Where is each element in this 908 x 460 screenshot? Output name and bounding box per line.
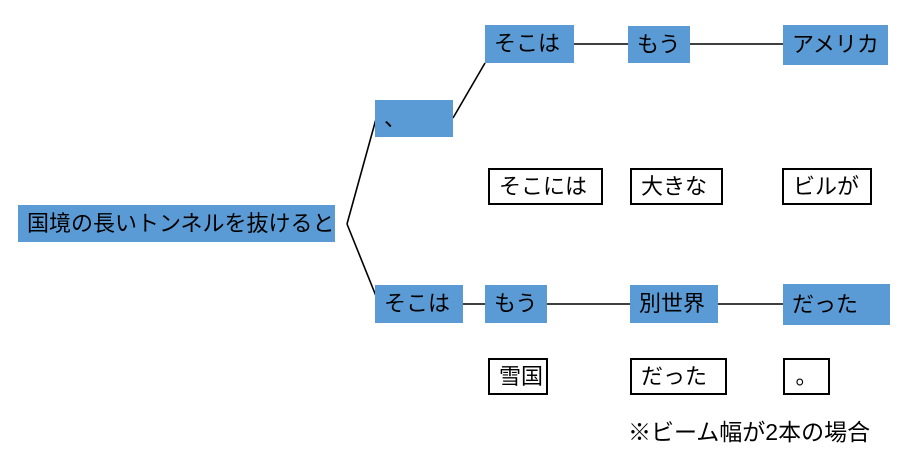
node-root: 国境の長いトンネルを抜けると [18, 205, 335, 242]
edge-root-to-beam2 [346, 223, 377, 297]
node-beam1-mou: もう [628, 26, 690, 63]
node-beam1-sokoha: そこは [485, 25, 574, 63]
node-beam2-bessekai: 別世界 [630, 285, 718, 323]
node-candidate-biruga: ビルが [782, 168, 872, 205]
node-candidate-yukiguni: 雪国 [488, 358, 548, 395]
node-candidate-datta: だった [630, 358, 727, 395]
node-beam2-mou: もう [485, 285, 547, 323]
node-beam2-sokoha: そこは [375, 285, 463, 323]
edge-beam1-comma-to-sokoha [452, 62, 486, 119]
node-beam1-america: アメリカ [783, 25, 888, 65]
node-beam2-datta: だった [783, 284, 890, 325]
edge-root-to-beam1 [346, 118, 377, 225]
node-candidate-ookina: 大きな [630, 168, 723, 205]
footnote: ※ビーム幅が2本の場合 [628, 419, 871, 445]
node-candidate-sokoniha: そこには [488, 168, 603, 205]
node-beam1-comma: 、 [375, 100, 453, 137]
node-candidate-kuten: 。 [783, 358, 830, 395]
